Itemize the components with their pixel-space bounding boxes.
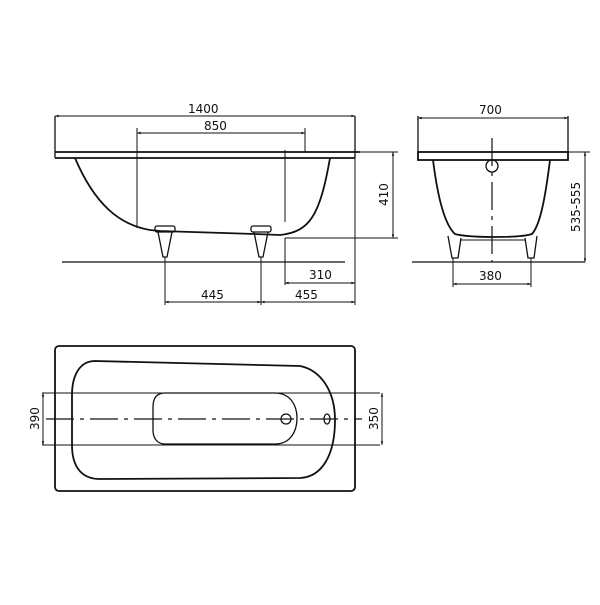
plan-view-inner-basin: [71, 360, 336, 480]
dim-leg-to-end: 455: [295, 288, 318, 302]
plan-view-bottom-well: [152, 392, 298, 445]
dim-overall-length: 1400: [188, 102, 219, 116]
dim-inner-length: 850: [204, 119, 227, 133]
dim-leg-spacing: 445: [201, 288, 224, 302]
dim-right-width: 350: [367, 407, 381, 430]
side-view-leg-right: [250, 225, 272, 258]
dim-leg-width: 380: [479, 269, 502, 283]
dim-overall-width: 700: [479, 103, 502, 117]
dim-height-range: 535-555: [569, 182, 583, 232]
end-view-tub-body: [432, 159, 551, 238]
side-view: 1400 850 410 310 445 455: [54, 102, 398, 305]
dim-tub-height: 410: [377, 183, 391, 206]
side-view-rim: [54, 116, 360, 159]
plan-view: 390 350: [28, 345, 384, 492]
side-view-tub-body: [74, 157, 331, 236]
dim-drain-offset: 310: [309, 268, 332, 282]
end-view: 700 535-555 380: [412, 103, 590, 287]
dim-left-width: 390: [28, 407, 42, 430]
end-view-rim: [417, 151, 569, 161]
